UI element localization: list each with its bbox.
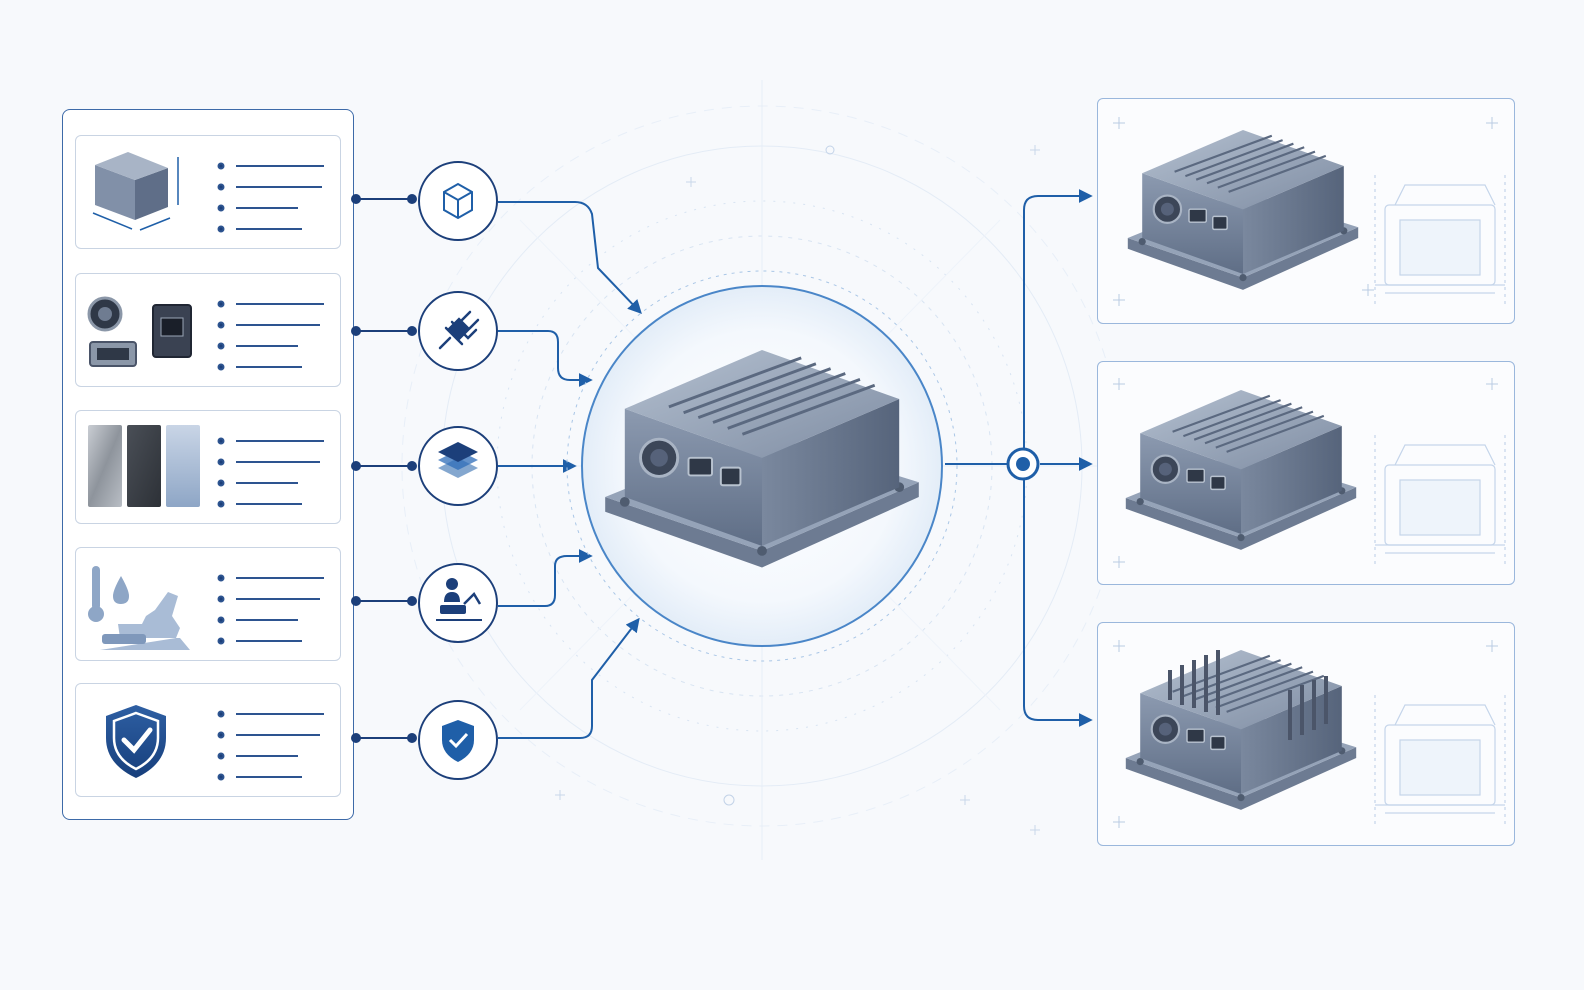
material-swatches-icon xyxy=(88,425,200,507)
crosshair-marks xyxy=(1113,117,1498,828)
node-cube xyxy=(418,161,498,241)
extra-fins xyxy=(1168,650,1328,740)
node-layers xyxy=(418,426,498,506)
bullet-lists xyxy=(217,162,324,781)
node-operator xyxy=(418,563,498,643)
node-shield xyxy=(418,700,498,780)
flow-arrows-out xyxy=(945,189,1093,727)
connectors-icon xyxy=(87,296,192,367)
flow-arrows-in xyxy=(498,201,642,739)
node-plug xyxy=(418,291,498,371)
left-connector-lines xyxy=(351,194,417,743)
shield-check-icon xyxy=(106,705,166,778)
environment-icon xyxy=(88,566,190,650)
dimensions-cube-icon xyxy=(92,152,179,231)
